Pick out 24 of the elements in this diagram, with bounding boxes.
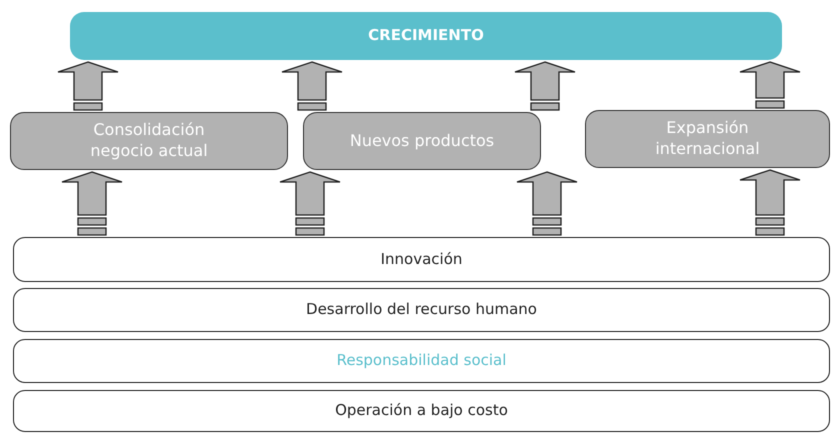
box-label: Consolidación negocio actual [89, 120, 209, 162]
block-arrow [281, 61, 343, 101]
block-arrow [61, 171, 123, 216]
block-arrow [279, 171, 341, 216]
strategy-box [10, 112, 288, 170]
block-arrow [739, 61, 801, 99]
foundation-layer [13, 390, 830, 432]
block-arrow [514, 61, 576, 101]
block-arrow [739, 169, 801, 216]
strategy-box [585, 110, 830, 168]
foundation-layer [13, 237, 830, 282]
foundation-layer [13, 339, 830, 383]
block-arrow [57, 61, 119, 101]
foundation-layer [13, 288, 830, 332]
block-arrow [516, 171, 578, 216]
strategy-box [303, 112, 541, 170]
box-label: Operación a bajo costo [335, 401, 508, 421]
box-label: Nuevos productos [350, 130, 494, 152]
box-label: Expansión internacional [654, 118, 761, 160]
box-label: Responsabilidad social [336, 351, 506, 371]
box-label: CRECIMIENTO [368, 26, 484, 46]
goal-banner [70, 12, 782, 60]
box-label: Innovación [380, 250, 462, 270]
box-label: Desarrollo del recurso humano [306, 300, 537, 320]
